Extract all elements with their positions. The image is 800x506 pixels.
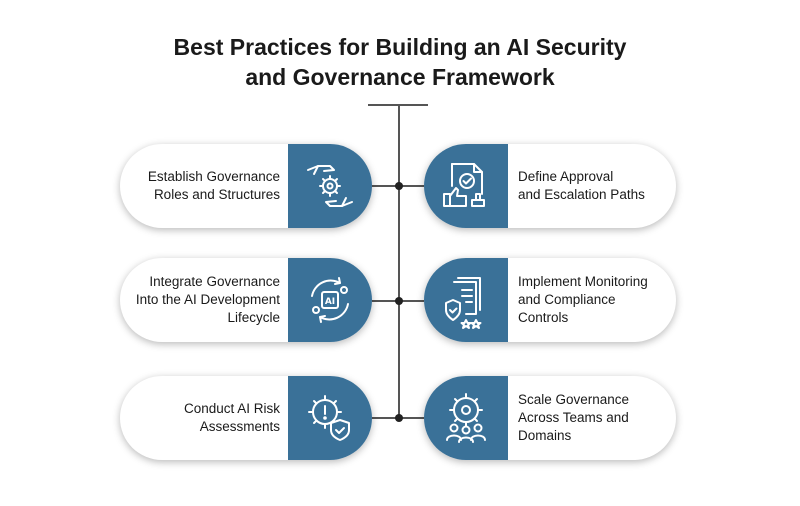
practice-1-label: Establish Governance Roles and Structure… <box>134 144 280 228</box>
monitoring-certificate-icon <box>445 277 482 329</box>
practice-3-line-3: Lifecycle <box>227 310 280 325</box>
practice-card-2: Define Approval and Escalation Paths <box>424 144 676 228</box>
svg-text:AI: AI <box>325 297 335 307</box>
practice-4-line-1: Implement Monitoring <box>518 274 648 289</box>
practice-6-line-1: Scale Governance <box>518 392 630 407</box>
practice-1-line-1: Establish Governance <box>147 169 280 184</box>
practice-5-line-2: Assessments <box>199 419 280 434</box>
practice-card-3: Integrate Governance Into the AI Develop… <box>120 258 372 342</box>
connector-dot-3 <box>395 414 403 422</box>
title-line-1: Best Practices for Building an AI Securi… <box>173 34 627 60</box>
hands-gear-icon <box>307 165 353 207</box>
practice-1-icon-box <box>288 144 372 228</box>
approval-document-icon <box>443 163 485 207</box>
center-spine-line <box>398 104 400 420</box>
practice-card-6: Scale Governance Across Teams and Domain… <box>424 376 676 460</box>
connector-dot-2 <box>395 297 403 305</box>
team-gear-icon <box>446 393 486 443</box>
practice-3-icon-box: AI <box>288 258 372 342</box>
connector-dot-1 <box>395 182 403 190</box>
practice-card-5: Conduct AI Risk Assessments <box>120 376 372 460</box>
practice-4-line-3: Controls <box>518 310 569 325</box>
practice-6-line-3: Domains <box>518 428 572 443</box>
practice-2-line-2: and Escalation Paths <box>518 187 645 202</box>
practice-2-icon-box <box>424 144 508 228</box>
practice-6-label: Scale Governance Across Teams and Domain… <box>518 376 666 460</box>
practice-card-4: Implement Monitoring and Compliance Cont… <box>424 258 676 342</box>
practice-3-line-1: Integrate Governance <box>149 274 280 289</box>
practice-6-line-2: Across Teams and <box>518 410 629 425</box>
ai-cycle-icon: AI <box>311 277 349 323</box>
practice-4-line-2: and Compliance <box>518 292 616 307</box>
practice-1-line-2: Roles and Structures <box>153 187 280 202</box>
practice-4-label: Implement Monitoring and Compliance Cont… <box>518 258 666 342</box>
practice-5-icon-box <box>288 376 372 460</box>
risk-shield-gear-icon <box>308 395 350 441</box>
practice-3-label: Integrate Governance Into the AI Develop… <box>134 258 280 342</box>
practice-2-label: Define Approval and Escalation Paths <box>518 144 666 228</box>
practice-5-label: Conduct AI Risk Assessments <box>134 376 280 460</box>
practice-4-icon-box <box>424 258 508 342</box>
title-line-2: and Governance Framework <box>245 64 555 90</box>
practice-6-icon-box <box>424 376 508 460</box>
diagram-title: Best Practices for Building an AI Securi… <box>0 32 800 92</box>
practice-3-line-2: Into the AI Development <box>135 292 280 307</box>
practice-card-1: Establish Governance Roles and Structure… <box>120 144 372 228</box>
practice-5-line-1: Conduct AI Risk <box>183 401 280 416</box>
practice-2-line-1: Define Approval <box>518 169 614 184</box>
